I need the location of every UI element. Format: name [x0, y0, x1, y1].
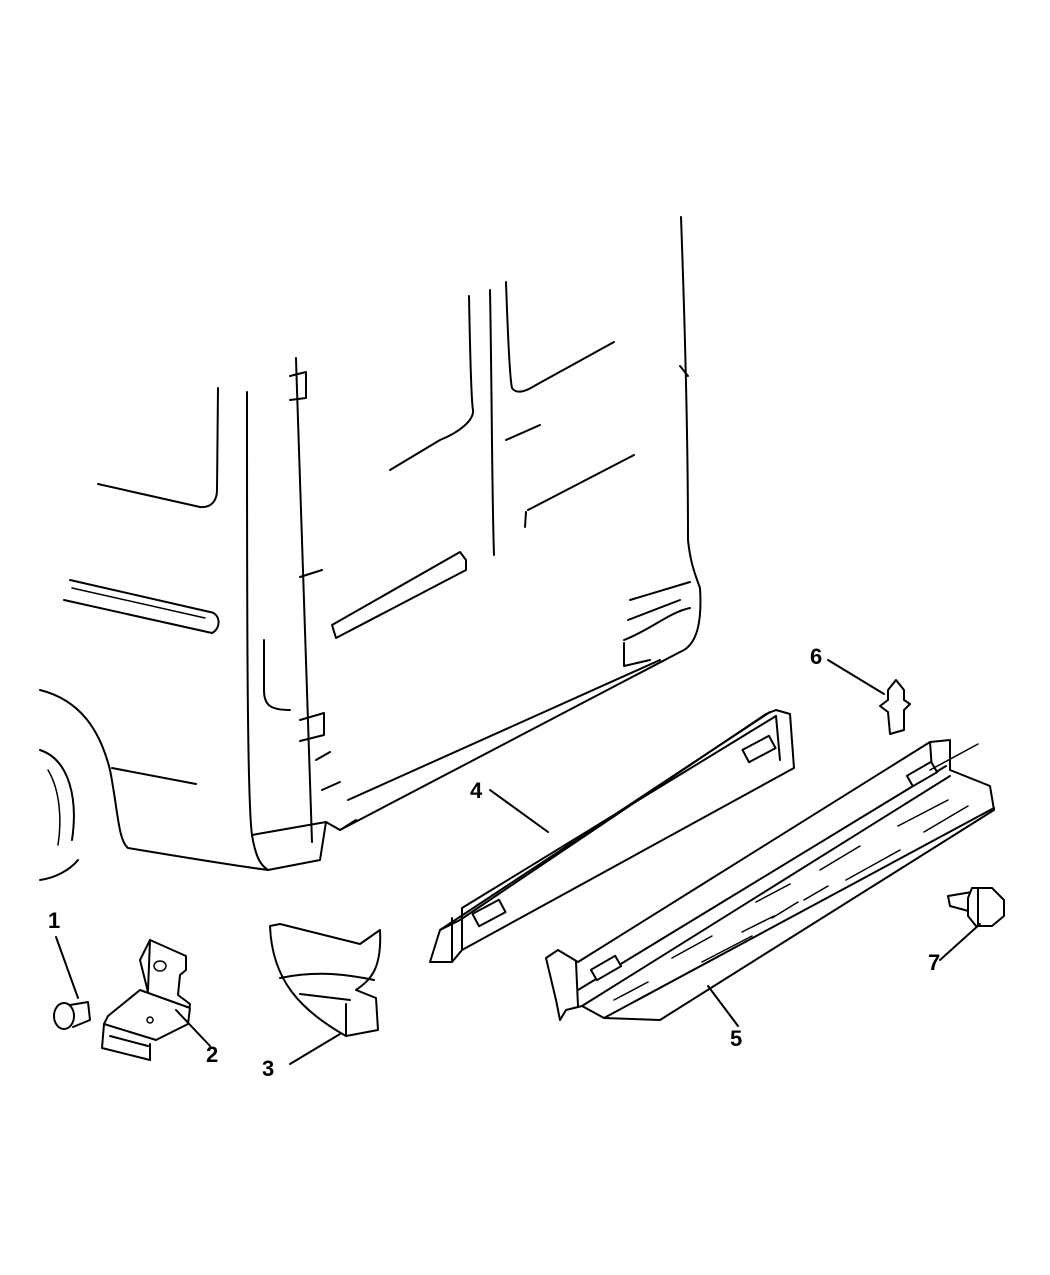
part-6-clip	[827, 659, 911, 735]
part-1-push-pin	[53, 936, 91, 1030]
callout-labels: 1 2 3 4 5 6 7	[48, 644, 940, 1081]
part-4-rail	[429, 709, 795, 963]
part-5-step	[545, 739, 995, 1027]
part-2-bracket	[101, 939, 211, 1061]
callout-6: 6	[810, 644, 822, 669]
callout-1: 1	[48, 908, 60, 933]
part-3-end-cap	[269, 923, 382, 1065]
part-7-bolt	[939, 887, 1005, 961]
callout-5: 5	[730, 1026, 742, 1051]
van-body	[39, 216, 702, 881]
callout-3: 3	[262, 1056, 274, 1081]
callout-2: 2	[206, 1042, 218, 1067]
callout-4: 4	[470, 778, 483, 803]
callout-7: 7	[928, 950, 940, 975]
